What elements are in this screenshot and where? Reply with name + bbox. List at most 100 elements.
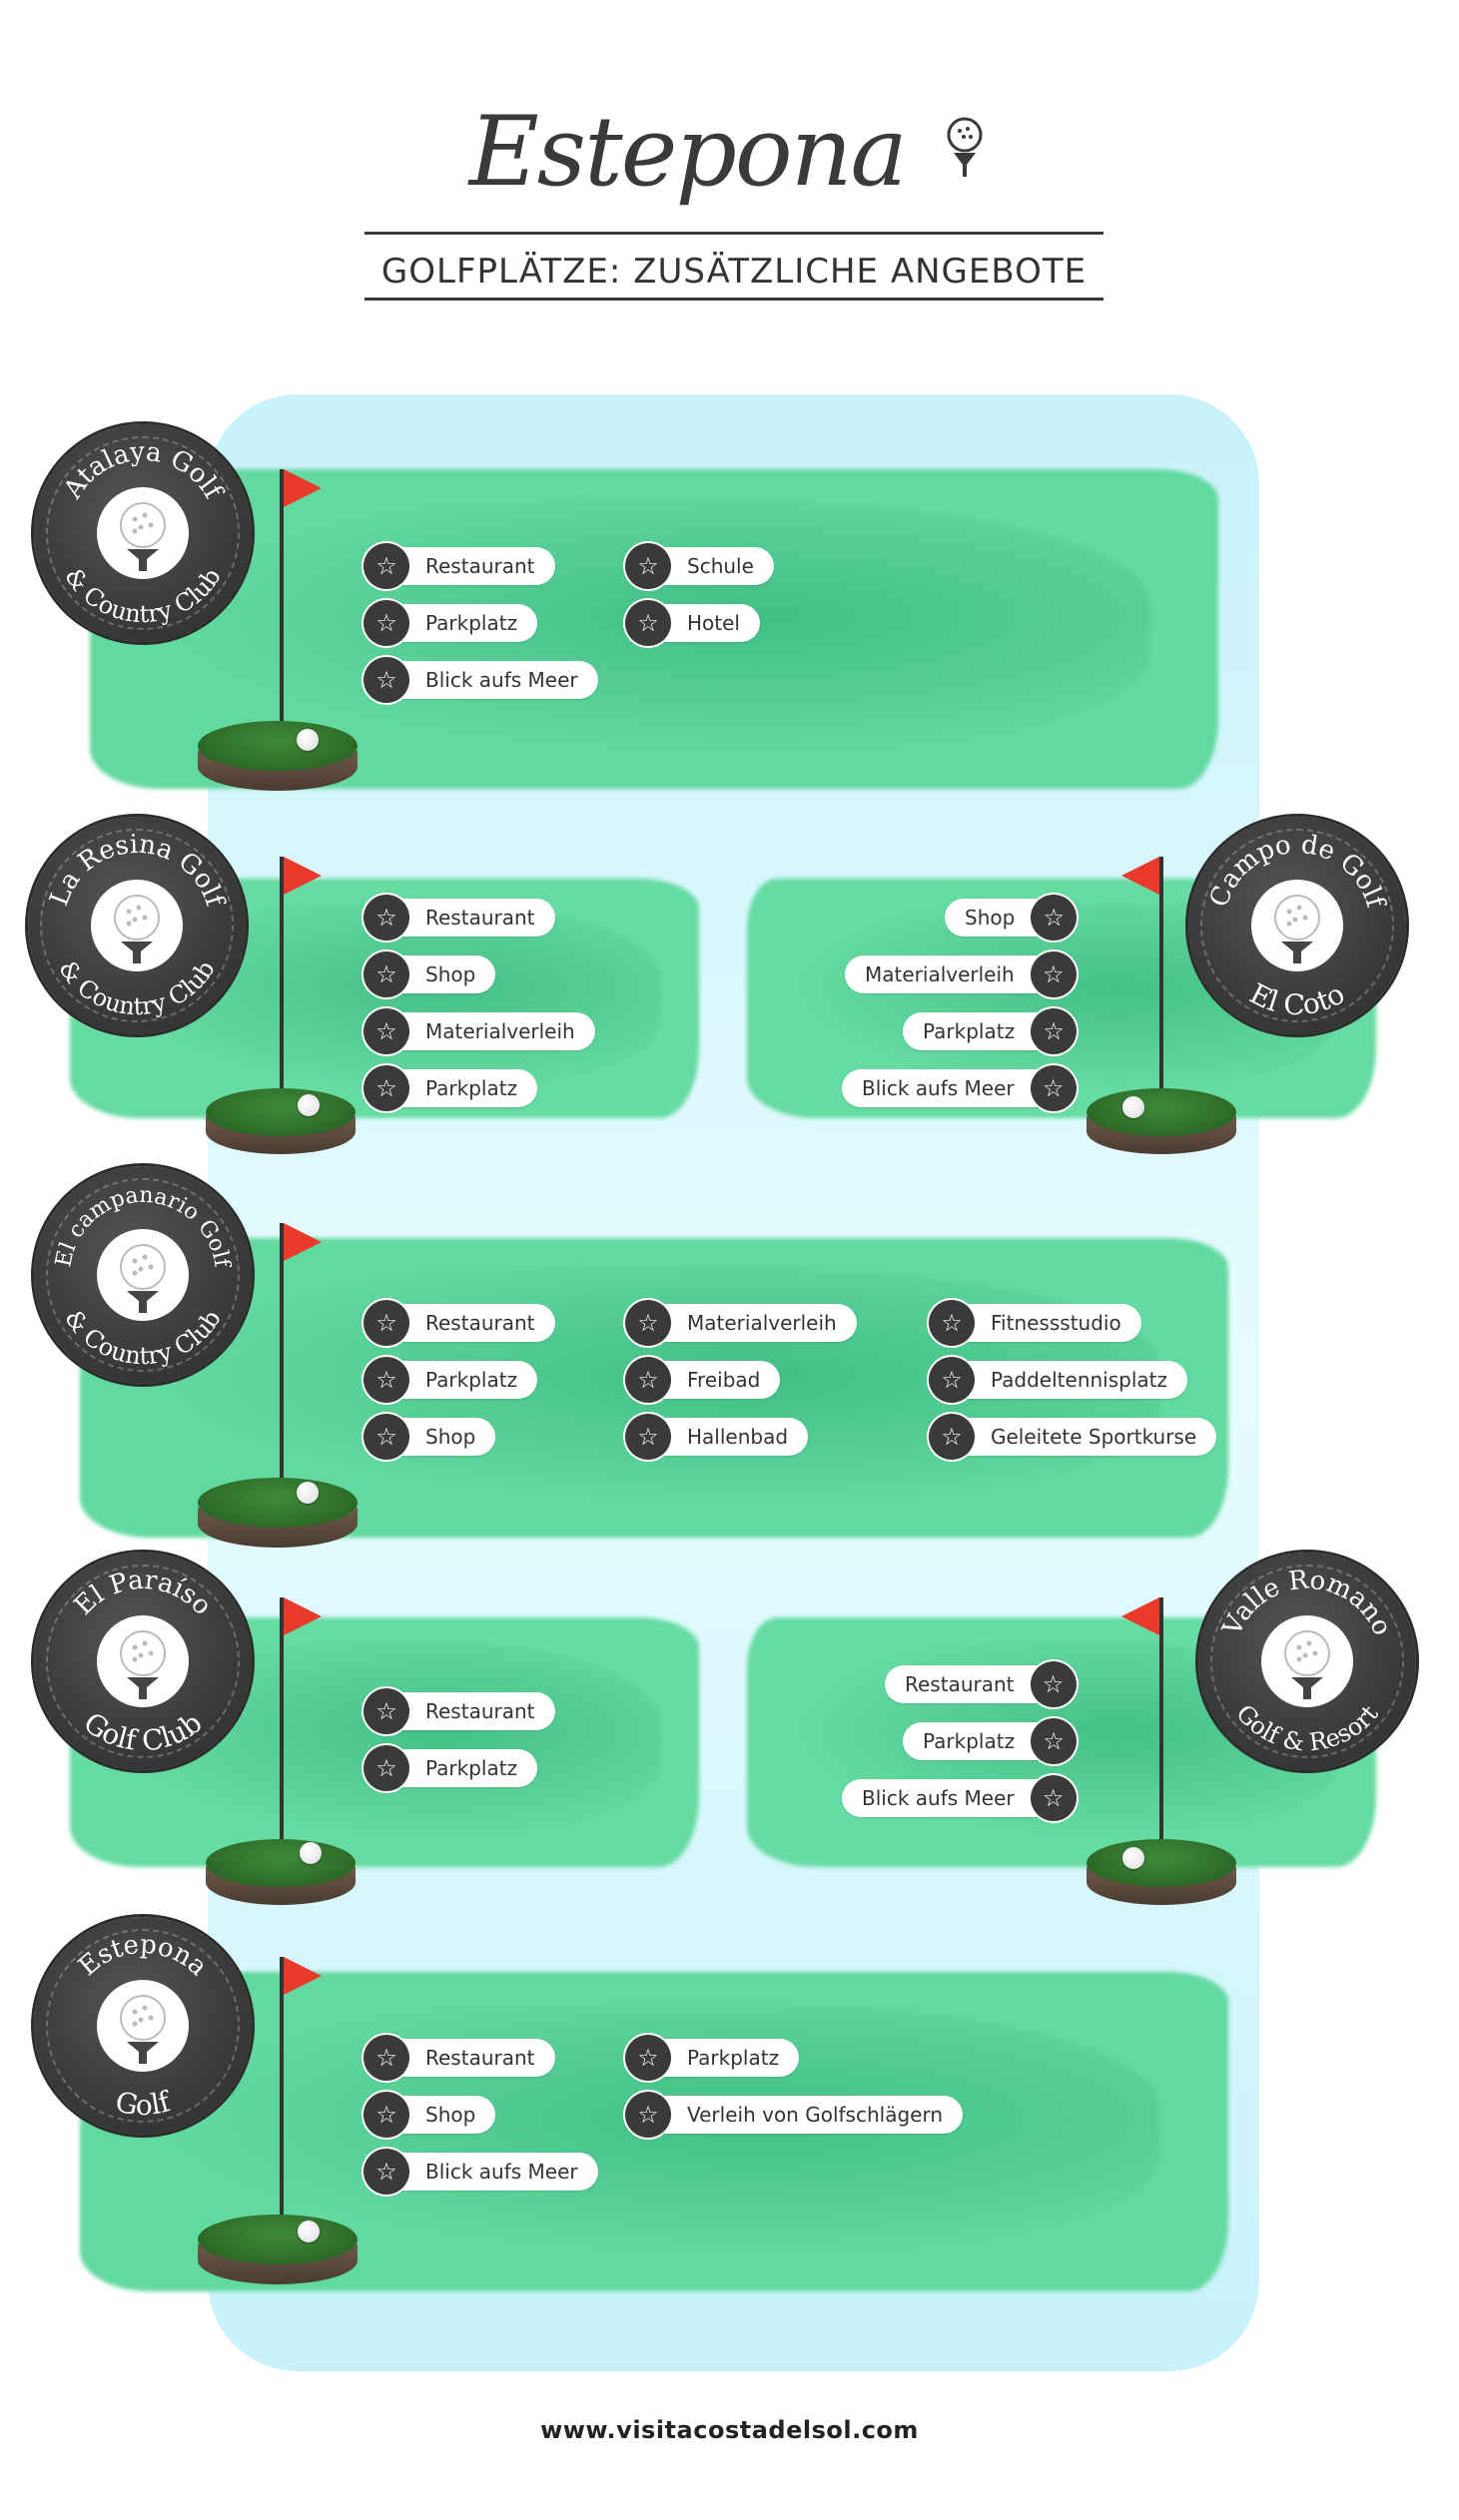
star-icon: ☆ xyxy=(625,1300,671,1346)
feature-label: Hotel xyxy=(687,611,740,635)
golf-ball xyxy=(1122,1847,1144,1869)
star-icon: ☆ xyxy=(1030,1065,1077,1111)
star-icon: ☆ xyxy=(364,1008,409,1054)
logo-text: Estepona xyxy=(468,96,908,208)
flag-pole xyxy=(1159,1597,1163,1857)
golf-ball-on-tee-icon xyxy=(97,1229,189,1321)
feature-label: Restaurant xyxy=(905,1672,1015,1696)
star-icon: ☆ xyxy=(364,1414,409,1460)
flag-pole xyxy=(280,1223,284,1523)
feature-label: Freibad xyxy=(687,1368,761,1392)
feature-item: ☆ Parkplatz xyxy=(364,600,538,646)
feature-label: Hallenbad xyxy=(687,1425,789,1449)
feature-item: ☆ Restaurant xyxy=(364,543,555,589)
feature-label: Parkplatz xyxy=(425,1756,518,1780)
feature-item: ☆Blick aufs Meer xyxy=(364,657,598,703)
star-icon: ☆ xyxy=(625,1414,671,1460)
feature-item: ☆ Restaurant xyxy=(364,2035,555,2081)
footer-url[interactable]: www.visitacostadelsol.com xyxy=(540,2416,919,2444)
star-icon: ☆ xyxy=(364,543,409,589)
feature-item: ☆ Restaurant xyxy=(885,1661,1077,1707)
feature-item: ☆Shop xyxy=(945,895,1078,941)
feature-label: Restaurant xyxy=(425,2046,535,2070)
feature-item: ☆Materialverleih xyxy=(845,951,1077,997)
flag-pole xyxy=(280,1957,284,2256)
header-rule-top xyxy=(365,232,1103,235)
star-icon: ☆ xyxy=(364,2092,409,2138)
feature-label: Restaurant xyxy=(425,554,535,578)
feature-item: ☆Schule xyxy=(625,543,774,589)
golf-flag-icon xyxy=(284,1597,322,1635)
golf-ball-on-tee-icon xyxy=(91,880,183,971)
star-icon: ☆ xyxy=(364,657,409,703)
badge-label: Valle Romano xyxy=(1216,1565,1397,1640)
golf-ball-on-tee-icon xyxy=(1261,1615,1353,1707)
badge-label: El Coto xyxy=(1244,976,1350,1021)
feature-label: Restaurant xyxy=(425,1311,535,1335)
feature-label: Shop xyxy=(425,2103,476,2127)
feature-label: Parkplatz xyxy=(923,1019,1016,1043)
feature-item: ☆ Blick aufs Meer xyxy=(842,1065,1077,1111)
badge-label: Atalaya Golf xyxy=(58,437,230,506)
feature-item: ☆Shop xyxy=(364,1414,496,1460)
feature-item: ☆Parkplatz xyxy=(364,1065,538,1111)
turf-patch xyxy=(1087,1088,1236,1136)
star-icon: ☆ xyxy=(364,2035,409,2081)
golf-flag-icon xyxy=(284,469,322,507)
course-badge-atalaya: Atalaya Golf & Country Club xyxy=(34,424,252,642)
feature-item: ☆Verleih von Golfschlägern xyxy=(625,2092,963,2138)
golf-flag-icon xyxy=(284,1223,322,1261)
feature-label: Fitnessstudio xyxy=(991,1311,1121,1335)
feature-label: Paddeltennisplatz xyxy=(991,1368,1167,1392)
feature-item: ☆Shop xyxy=(364,951,496,997)
badge-label: & Country Club xyxy=(59,563,227,629)
feature-item: ☆ Fitnessstudio xyxy=(929,1300,1141,1346)
star-icon: ☆ xyxy=(1030,951,1077,997)
golf-ball-on-tee-icon xyxy=(97,1980,189,2072)
feature-item: ☆Freibad xyxy=(625,1357,781,1403)
feature-item: ☆Restaurant xyxy=(364,895,555,941)
star-icon: ☆ xyxy=(364,1357,409,1403)
logo: Estepona xyxy=(0,88,1459,238)
feature-item: ☆Geleitete Sportkurse xyxy=(929,1414,1217,1460)
feature-label: Blick aufs Meer xyxy=(425,2160,578,2184)
star-icon: ☆ xyxy=(625,600,671,646)
turf-patch xyxy=(198,721,358,771)
badge-ring xyxy=(46,1929,240,2123)
feature-label: Blick aufs Meer xyxy=(862,1076,1015,1100)
feature-item: ☆Parkplatz xyxy=(364,1745,538,1791)
feature-item: ☆Parkplatz xyxy=(903,1718,1078,1764)
feature-label: Parkplatz xyxy=(923,1729,1016,1753)
flag-pole xyxy=(280,469,284,769)
feature-label: Shop xyxy=(425,962,476,986)
badge-ring xyxy=(46,1178,240,1372)
golf-flag-icon xyxy=(284,1957,322,1995)
feature-label: Parkplatz xyxy=(425,611,518,635)
feature-label: Shop xyxy=(965,906,1016,930)
feature-item: ☆Paddeltennisplatz xyxy=(929,1357,1187,1403)
flag-pole xyxy=(280,1597,284,1857)
turf-patch xyxy=(198,2214,358,2264)
star-icon: ☆ xyxy=(929,1300,975,1346)
page-title: GOLFPLÄTZE: ZUSÄTZLICHE ANGEBOTE xyxy=(380,252,1088,292)
badge-label: Golf xyxy=(113,2085,176,2123)
feature-item: ☆Restaurant xyxy=(364,1300,555,1346)
star-icon: ☆ xyxy=(364,600,409,646)
feature-label: Materialverleih xyxy=(687,1311,837,1335)
feature-item: ☆Materialverleih xyxy=(364,1008,595,1054)
badge-label: Golf Club xyxy=(78,1705,209,1757)
course-badge-la-resina: La Resina Golf& Country Club xyxy=(28,817,246,1034)
feature-item: ☆ Shop xyxy=(364,2092,496,2138)
feature-item: ☆ Materialverleih xyxy=(625,1300,857,1346)
golf-ball xyxy=(298,1094,320,1116)
badge-label: & Country Club xyxy=(59,1305,227,1371)
star-icon: ☆ xyxy=(1030,1661,1077,1707)
badge-ring xyxy=(1200,829,1394,1022)
feature-item: ☆Parkplatz xyxy=(625,2035,800,2081)
badge-label: Estepona xyxy=(73,1930,213,1983)
star-icon: ☆ xyxy=(625,2035,671,2081)
